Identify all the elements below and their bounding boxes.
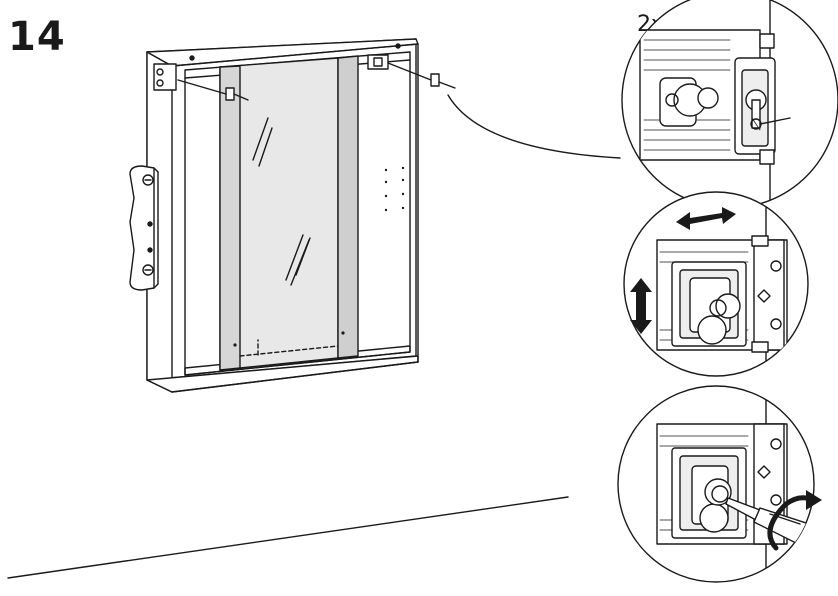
rotate-arrow-icon	[767, 490, 822, 551]
callout-line	[447, 94, 621, 159]
step-number: 14	[8, 14, 66, 60]
double-arrow-vertical-icon	[630, 278, 652, 334]
mirror-cabinet-illustration	[146, 38, 456, 393]
bracket-adjustment-illustration	[623, 191, 809, 377]
floor-line	[7, 496, 569, 579]
wall-bracket-illustration	[621, 0, 838, 209]
bracket-tighten-illustration	[617, 385, 815, 583]
side-hinge-illustration	[129, 165, 159, 291]
double-arrow-horizontal-icon	[676, 207, 736, 230]
